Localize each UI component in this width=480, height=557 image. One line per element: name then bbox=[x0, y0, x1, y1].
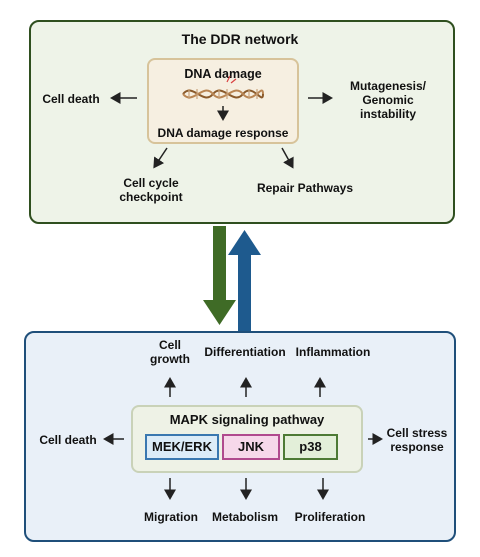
p38-box: p38 bbox=[283, 434, 338, 460]
cell-growth-label-2: growth bbox=[150, 352, 190, 366]
ddr-title: The DDR network bbox=[181, 31, 299, 47]
jnk-box: JNK bbox=[222, 434, 280, 460]
mek-erk-box: MEK/ERK bbox=[145, 434, 219, 460]
ddr-cell-death-label: Cell death bbox=[42, 92, 100, 106]
inflammation-label: Inflammation bbox=[295, 345, 371, 359]
arrow-to-checkpoint bbox=[153, 147, 168, 169]
cell-cycle-checkpoint-label-1: Cell cycle bbox=[123, 176, 179, 190]
differentiation-label: Differentiation bbox=[204, 345, 286, 359]
mutagenesis-label-3: instability bbox=[359, 107, 416, 121]
proliferation-label: Proliferation bbox=[294, 510, 366, 524]
mapk-cell-death-label: Cell death bbox=[39, 433, 97, 447]
mutagenesis-label-1: Mutagenesis/ bbox=[349, 79, 427, 93]
mapk-title: MAPK signaling pathway bbox=[169, 412, 325, 427]
metabolism-label: Metabolism bbox=[211, 510, 278, 524]
cell-growth-label-1: Cell bbox=[158, 338, 181, 352]
dna-helix-icon bbox=[182, 75, 264, 99]
mapk-to-ddr-arrow bbox=[228, 230, 261, 331]
migration-label: Migration bbox=[144, 510, 198, 524]
cell-cycle-checkpoint-label-2: checkpoint bbox=[119, 190, 183, 204]
ddr-to-mapk-arrow bbox=[203, 226, 236, 325]
mutagenesis-label-2: Genomic bbox=[362, 93, 414, 107]
dna-damage-label: DNA damage bbox=[184, 67, 262, 81]
repair-pathways-label: Repair Pathways bbox=[256, 181, 354, 195]
dna-damage-box bbox=[147, 58, 299, 144]
dna-damage-response-label: DNA damage response bbox=[157, 126, 289, 140]
cell-stress-label-1: Cell stress bbox=[386, 426, 448, 440]
cell-stress-label-2: response bbox=[390, 440, 444, 454]
arrow-to-repair bbox=[281, 147, 294, 169]
